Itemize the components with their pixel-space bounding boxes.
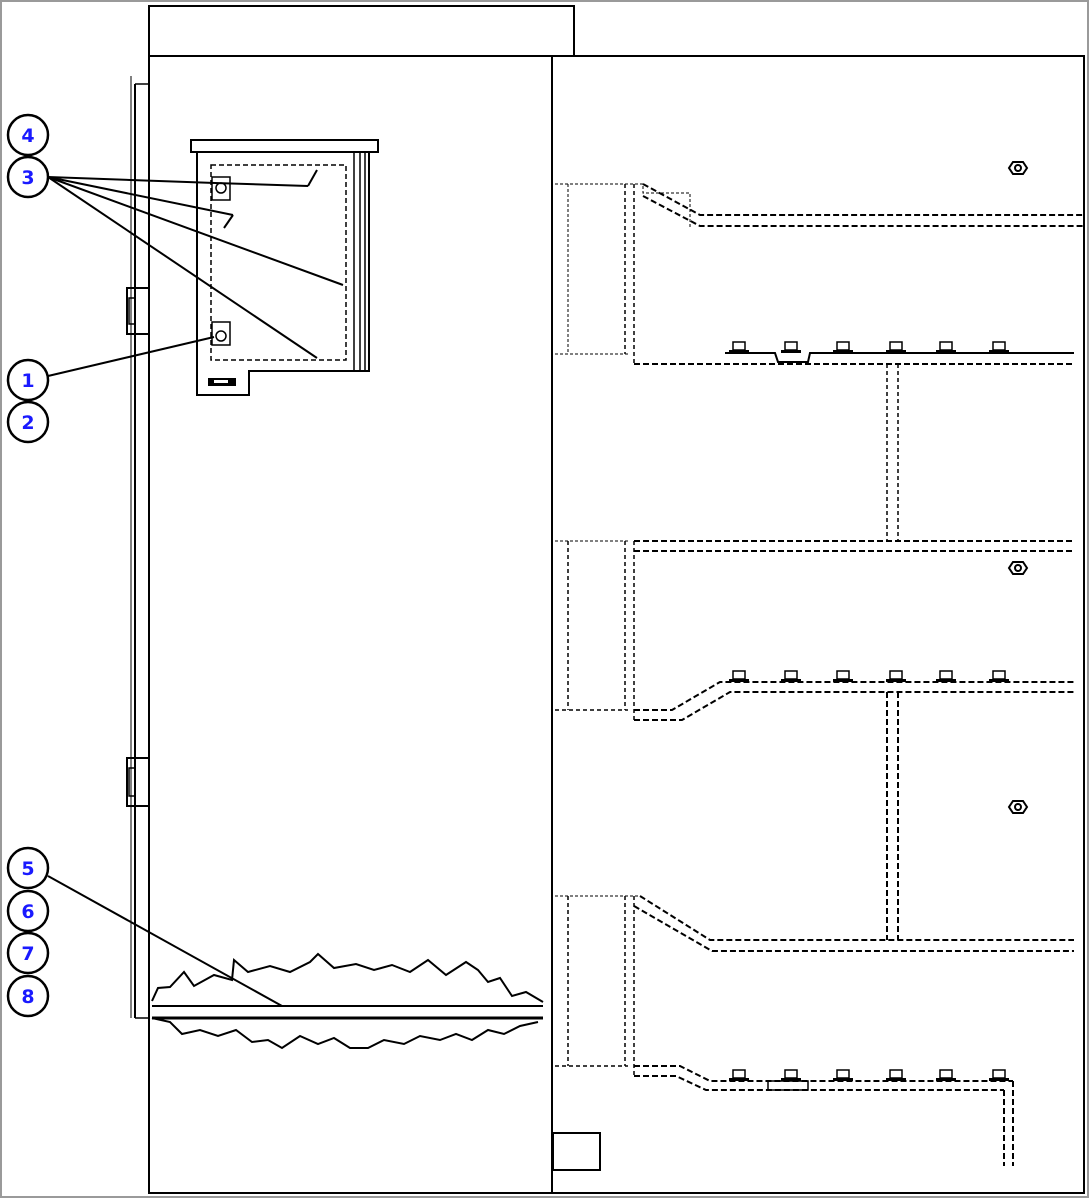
bolt: [833, 670, 853, 682]
callout-6: 6: [6, 889, 50, 933]
bolt: [989, 1069, 1009, 1081]
cabinet-interior: [551, 55, 1085, 1194]
cabinet-door: [126, 5, 575, 1194]
callout-label: 7: [21, 943, 34, 965]
callout-8: 8: [6, 974, 50, 1018]
door-panel: [148, 55, 553, 1194]
bolt: [886, 670, 906, 682]
rail-assembly-middle: [555, 540, 1074, 940]
callout-label: 5: [21, 858, 34, 880]
upper-fastener: [211, 176, 231, 201]
bolt: [989, 341, 1009, 353]
callout-label: 8: [21, 986, 34, 1008]
callout-label: 3: [21, 167, 34, 189]
bolt: [781, 670, 801, 682]
callout-label: 1: [21, 370, 34, 392]
bolt: [886, 1069, 906, 1081]
bolt: [833, 341, 853, 353]
callout-label: 4: [21, 125, 34, 147]
bolt: [729, 341, 749, 353]
rail-assembly-bottom: [555, 895, 1074, 1166]
callout-3: 3: [6, 155, 50, 199]
cutaway-section: [151, 952, 544, 1050]
interior-panel: [551, 55, 1085, 1194]
hex-nut: [1007, 800, 1029, 814]
document-holder: [190, 139, 379, 396]
hex-nut: [1007, 161, 1029, 175]
bolt-rows: [729, 341, 1009, 1081]
bolt: [936, 670, 956, 682]
leader-lines: [47, 169, 344, 1007]
callout-5: 5: [6, 846, 50, 890]
bolt: [886, 341, 906, 353]
door-top-cap: [148, 5, 575, 57]
lower-fastener: [211, 321, 231, 346]
callout-7: 7: [6, 931, 50, 975]
callout-1: 1: [6, 358, 50, 402]
callout-2: 2: [6, 400, 50, 444]
callout-4: 4: [6, 113, 50, 157]
bolt: [729, 670, 749, 682]
hex-nuts: [1007, 161, 1029, 814]
bottom-block: [552, 1132, 601, 1171]
bolt: [989, 670, 1009, 682]
bolt: [729, 1069, 749, 1081]
bolt: [781, 1069, 801, 1081]
bolt: [936, 341, 956, 353]
callout-label: 2: [21, 412, 34, 434]
hex-nut: [1007, 561, 1029, 575]
upper-hinge: [126, 287, 150, 335]
rail-assembly-top: [555, 183, 1083, 541]
callout-label: 6: [21, 901, 34, 923]
bolt: [936, 1069, 956, 1081]
bolt: [781, 341, 801, 353]
lower-hinge: [126, 757, 150, 807]
bolt: [833, 1069, 853, 1081]
